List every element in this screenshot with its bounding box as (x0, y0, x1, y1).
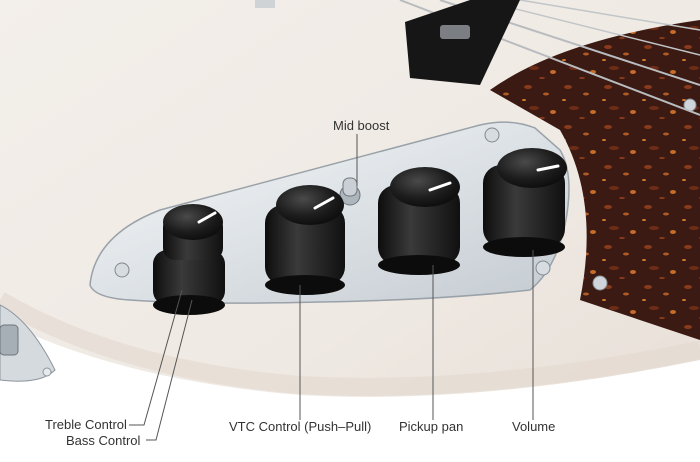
callout-lines (129, 134, 534, 441)
label-bass-control: Bass Control (66, 433, 141, 448)
background-edge (0, 320, 700, 462)
pickup-pan-knob (378, 167, 460, 275)
volume-knob (483, 148, 567, 257)
output-jack (0, 304, 56, 382)
vtc-knob (265, 185, 345, 295)
label-volume: Volume (512, 419, 556, 434)
treble-bass-knob (153, 204, 225, 315)
pickup (405, 0, 520, 85)
label-mid-boost: Mid boost (333, 118, 390, 133)
pickguard (490, 20, 700, 340)
label-vtc-control: VTC Control (Push–Pull) (229, 419, 372, 434)
mid-boost-switch (339, 177, 361, 206)
label-treble-control: Treble Control (45, 417, 127, 432)
label-pickup-pan: Pickup pan (399, 419, 464, 434)
